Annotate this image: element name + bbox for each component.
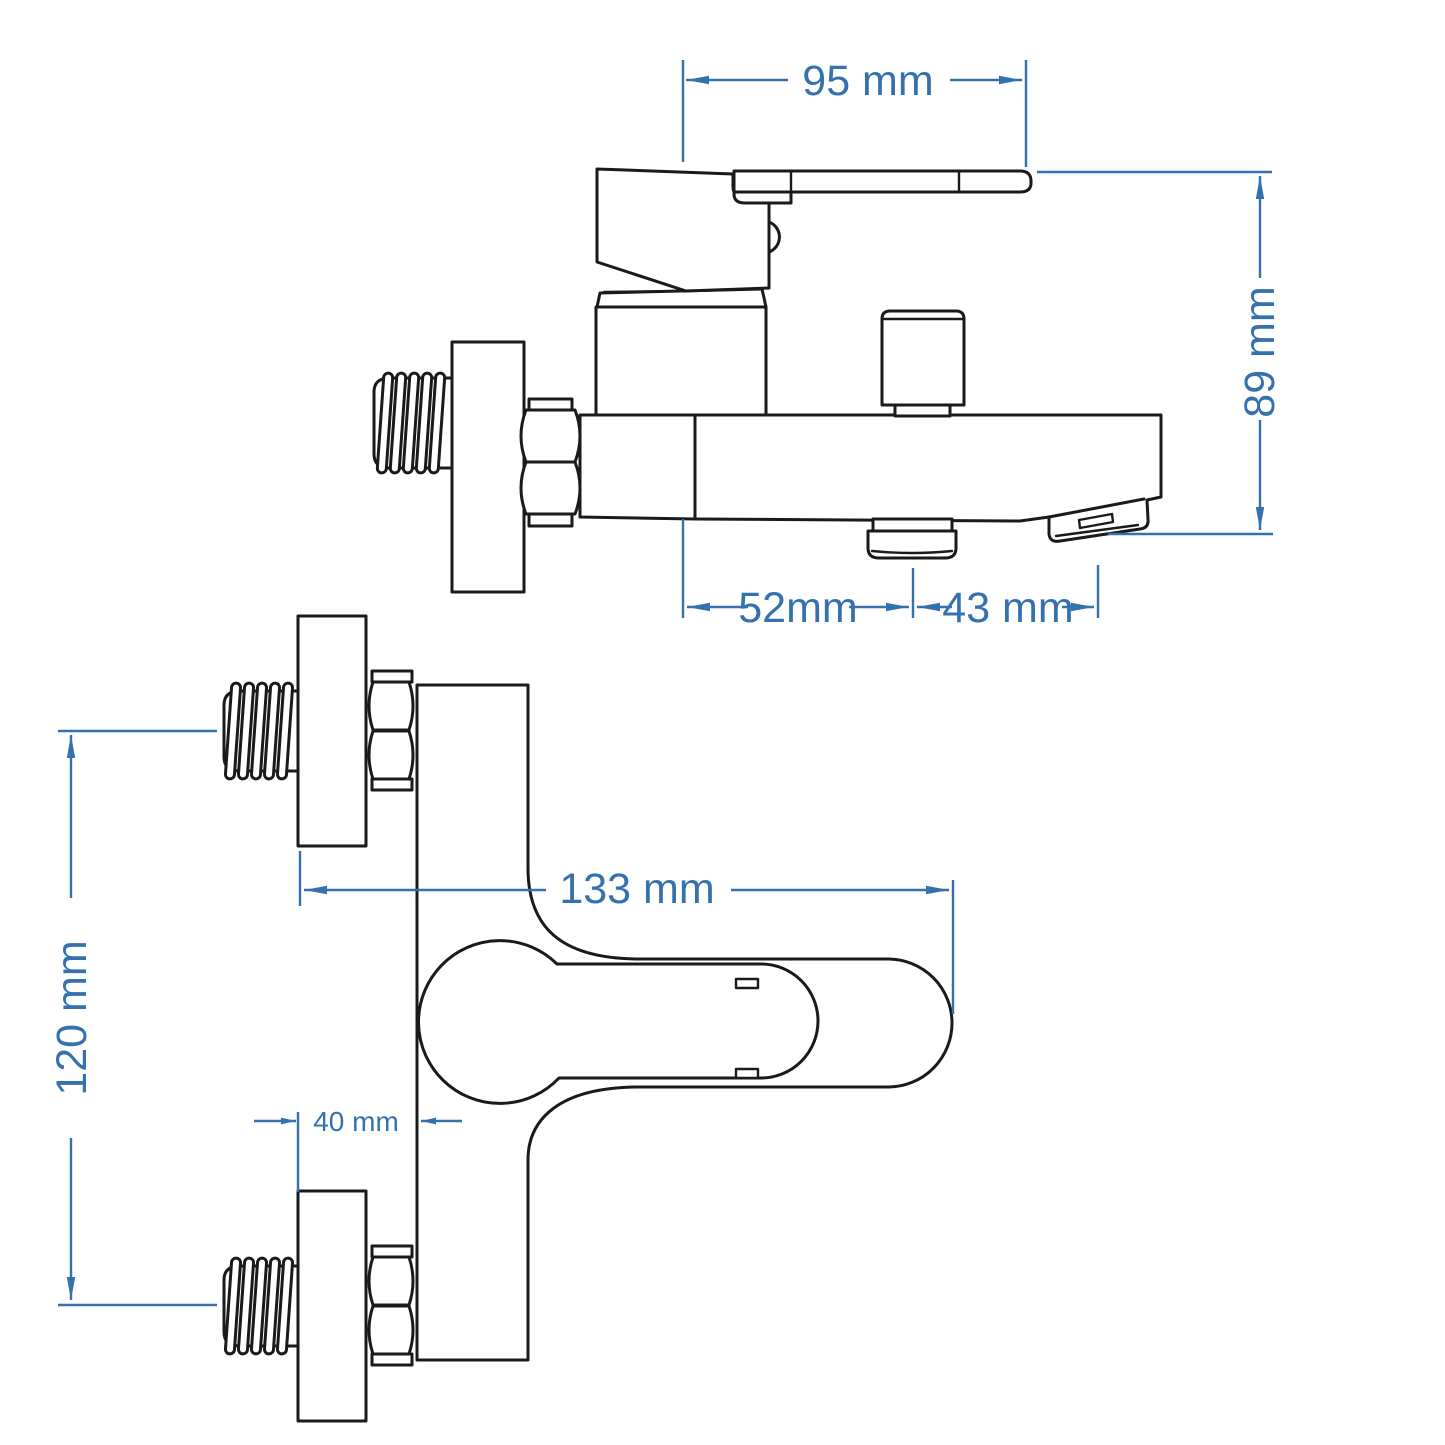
hex-nut bbox=[519, 397, 582, 528]
inlet-thread-rings bbox=[375, 371, 447, 475]
dim-label-40mm: 40 mm bbox=[313, 1106, 399, 1137]
dim-label-95mm: 95 mm bbox=[802, 57, 933, 105]
wall-connector bbox=[222, 614, 415, 848]
connector-escutcheon bbox=[296, 614, 368, 848]
spout-tip-edge bbox=[1047, 497, 1146, 519]
side-view: 95 mm 89 mm 52mm 43 mm bbox=[372, 57, 1284, 632]
outlet-cap-seam bbox=[870, 549, 954, 555]
dimension-plate-offset: 40 mm bbox=[254, 1106, 462, 1192]
dim-label-43mm: 43 mm bbox=[942, 584, 1073, 632]
lever-lip bbox=[732, 190, 793, 205]
front-view: 133 mm 120 mm 40 mm bbox=[48, 614, 955, 1423]
dimension-center-to-outlet: 52mm bbox=[681, 519, 915, 632]
spout-body bbox=[578, 413, 1163, 543]
dimension-outlet-to-spout: 43 mm bbox=[917, 565, 1100, 632]
dimension-overall-height: 89 mm bbox=[1037, 170, 1284, 536]
dim-label-89mm: 89 mm bbox=[1236, 286, 1284, 417]
dim-label-133mm: 133 mm bbox=[559, 865, 714, 913]
outlet-flange bbox=[871, 517, 954, 533]
grip-wedge-edge bbox=[602, 289, 688, 294]
spout-lip-edge bbox=[1054, 523, 1140, 538]
cartridge-housing bbox=[594, 305, 768, 417]
lever-indicator-slot-bottom bbox=[734, 1067, 760, 1080]
lever-indicator-slot-top bbox=[734, 977, 760, 990]
dim-label-52mm: 52mm bbox=[738, 584, 857, 632]
handle-lever bbox=[732, 169, 1033, 194]
aerator-slot bbox=[1077, 512, 1115, 530]
diverter-neck bbox=[893, 403, 952, 418]
wall-connector-lower bbox=[222, 1189, 415, 1423]
dim-label-120mm: 120 mm bbox=[48, 940, 96, 1095]
grip-pivot-bump bbox=[767, 220, 781, 254]
connector-hex-nut bbox=[367, 669, 415, 792]
dimension-overall-width: 133 mm bbox=[298, 851, 955, 1014]
front-handle-lever bbox=[417, 939, 820, 1105]
dimension-handle-length: 95 mm bbox=[681, 57, 1028, 167]
diverter-knob bbox=[880, 309, 966, 407]
dimension-inlet-spacing: 120 mm bbox=[48, 729, 217, 1307]
wall-escutcheon bbox=[450, 340, 526, 594]
connector-thread-rings bbox=[223, 681, 295, 781]
